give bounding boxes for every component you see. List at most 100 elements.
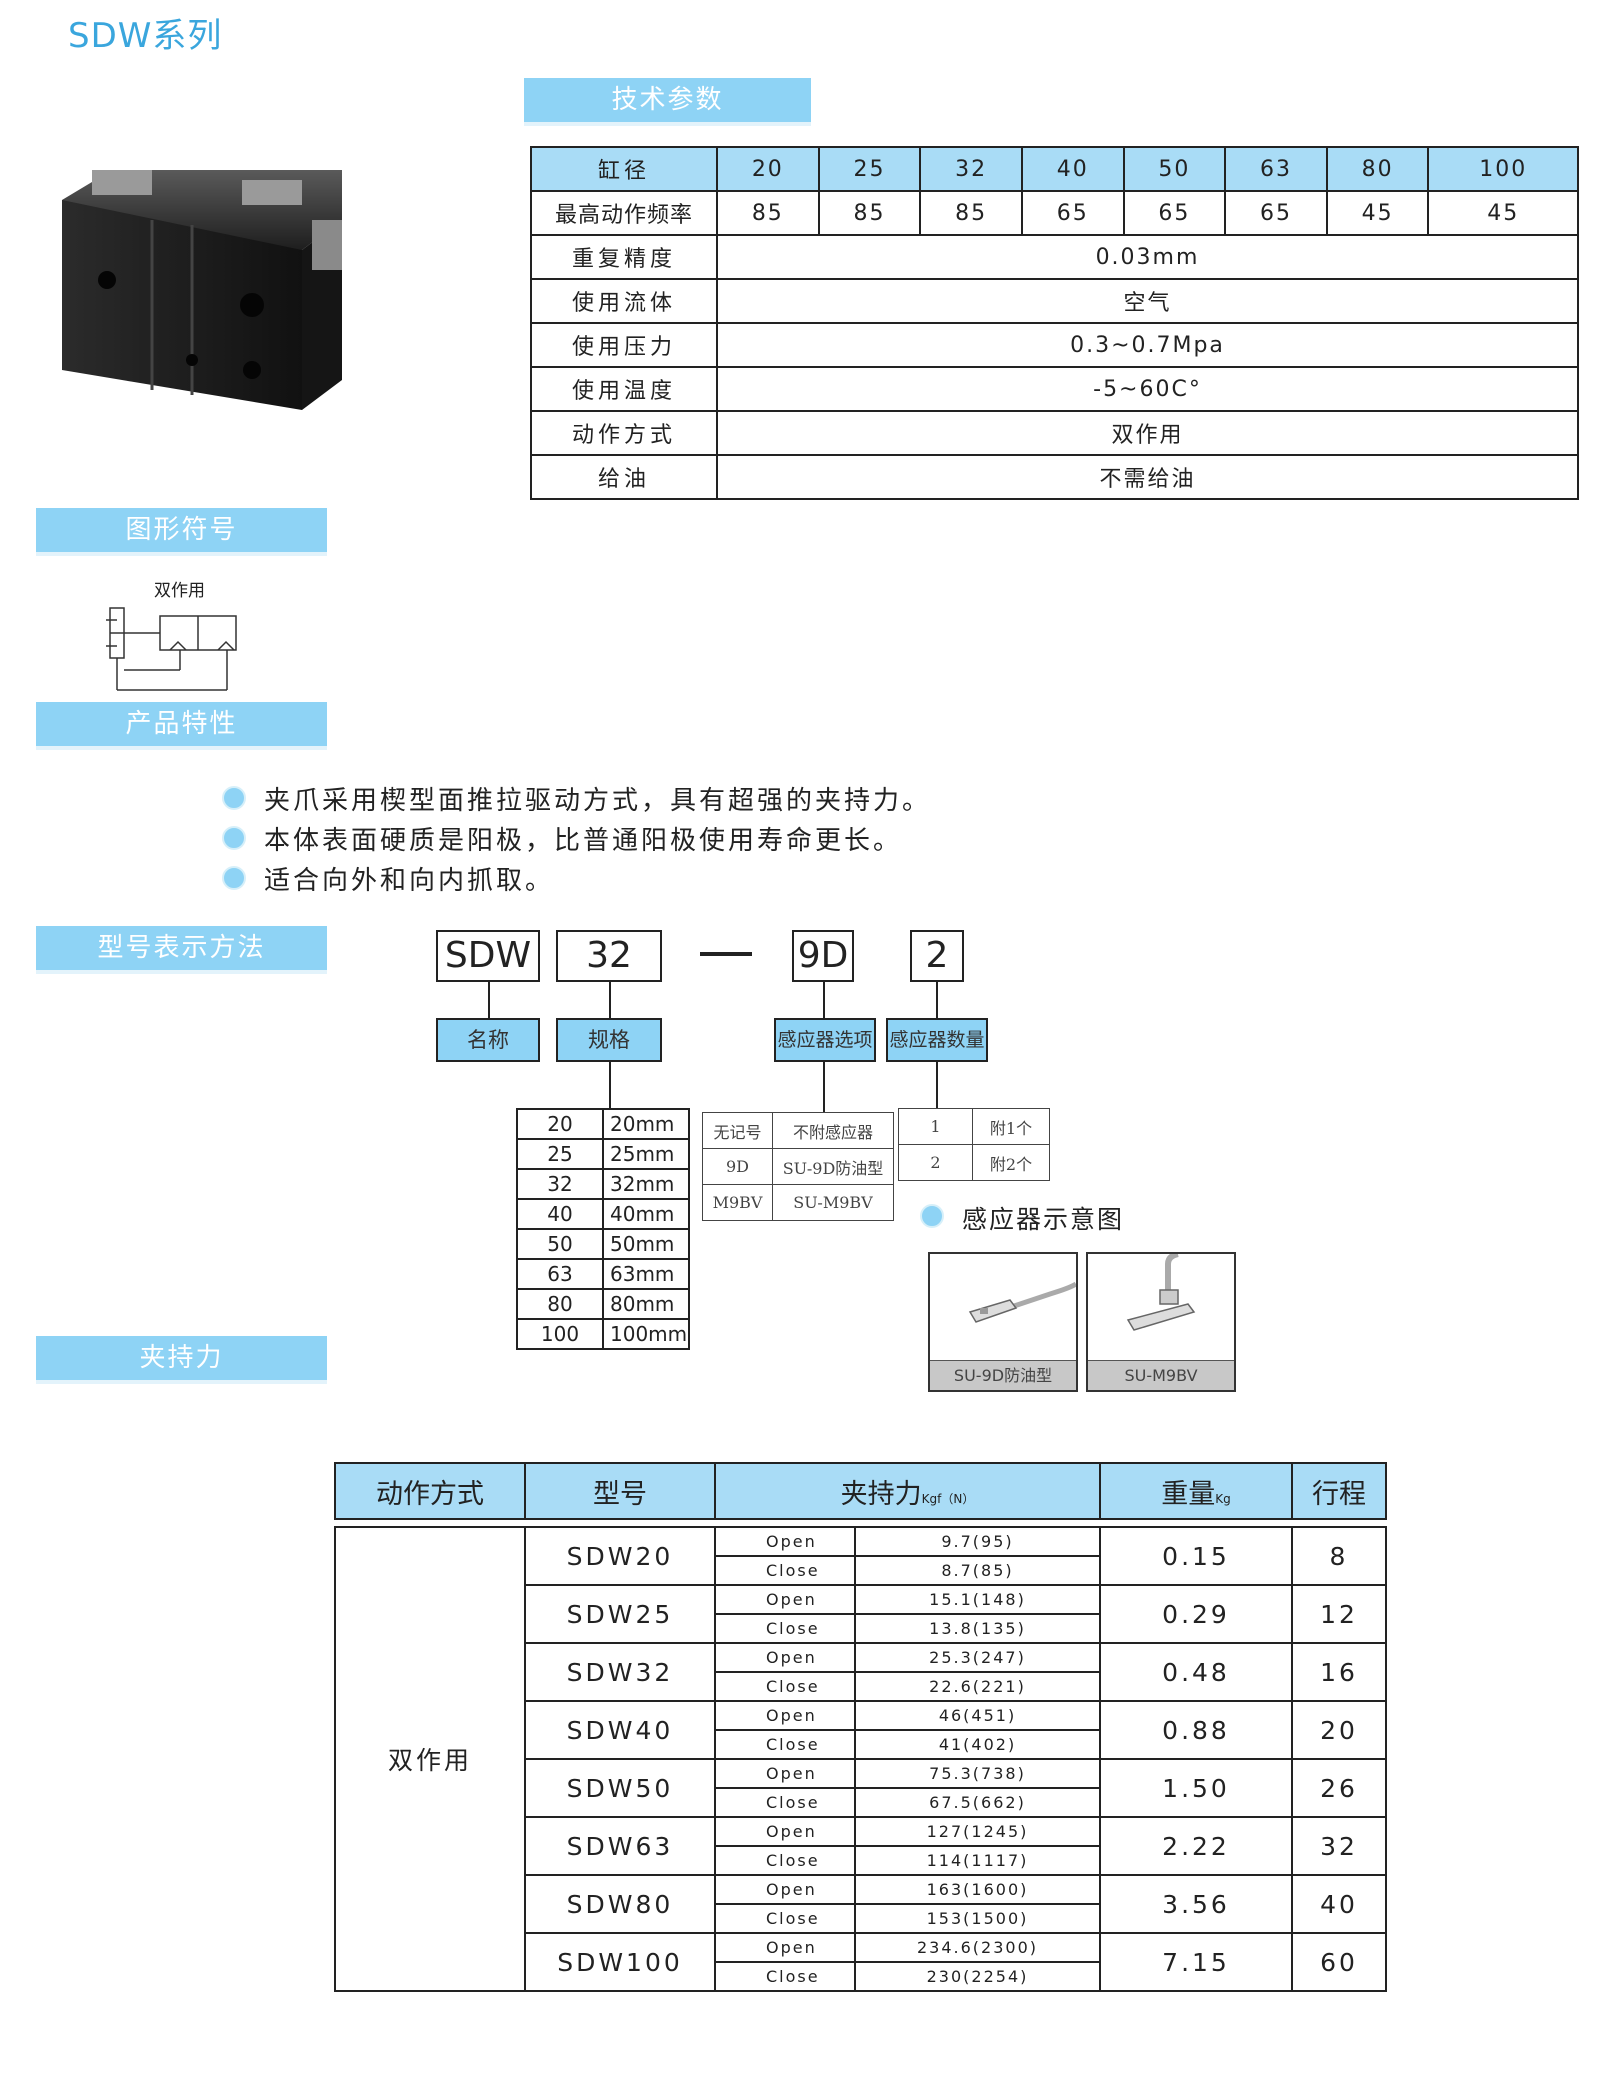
- header-gap: [335, 1518, 1386, 1527]
- close-value: 13.8(135): [853, 1613, 1102, 1644]
- bore-value: 40: [1020, 146, 1125, 192]
- spec-code: 80: [516, 1288, 604, 1320]
- sensor-desc: SU-M9BV: [772, 1184, 894, 1221]
- force-table: 动作方式 型号 夹持力Kgf（N） 重量Kg 行程 双作用 SDW20 Open…: [334, 1462, 1387, 1992]
- weight-cell: 3.56: [1099, 1874, 1294, 1934]
- sensor-9d-icon: [968, 1281, 1076, 1323]
- close-label: Close: [714, 1613, 856, 1644]
- open-label: Open: [714, 1816, 856, 1847]
- param-row: 动作方式 双作用: [530, 410, 1579, 456]
- open-value: 163(1600): [853, 1874, 1102, 1905]
- bore-value: 80: [1325, 146, 1430, 192]
- model-cell: SDW32: [524, 1642, 716, 1702]
- bullet-dot-icon: [920, 1204, 944, 1228]
- close-value: 153(1500): [853, 1903, 1102, 1934]
- param-row: 使用流体 空气: [530, 278, 1579, 324]
- bore-value: 25: [817, 146, 922, 192]
- param-label: 使用压力: [530, 322, 718, 368]
- close-label: Close: [714, 1961, 856, 1992]
- stroke-cell: 40: [1291, 1874, 1387, 1934]
- spec-size: 20mm: [602, 1108, 690, 1140]
- col-weight-label: 重量: [1161, 1478, 1216, 1510]
- open-label: Open: [714, 1758, 856, 1789]
- section-model-header: 型号表示方法: [36, 926, 327, 970]
- freq-value: 85: [716, 190, 820, 236]
- model-cell: SDW63: [524, 1816, 716, 1876]
- connector-line: [823, 982, 825, 1018]
- sensor-desc: 不附感应器: [772, 1112, 894, 1149]
- col-model: 型号: [524, 1462, 716, 1520]
- model-cell: SDW100: [524, 1932, 716, 1992]
- force-row: Close 8.7(85): [335, 1555, 1386, 1586]
- label-sensor-option: 感应器选项: [774, 1018, 876, 1062]
- param-row: 给油 不需给油: [530, 454, 1579, 500]
- weight-cell: 7.15: [1099, 1932, 1294, 1992]
- close-value: 114(1117): [853, 1845, 1102, 1876]
- spec-size: 25mm: [602, 1138, 690, 1170]
- sensor-code: 无记号: [702, 1112, 773, 1149]
- sensor-model-label: SU-M9BV: [1088, 1360, 1234, 1390]
- connector-line: [488, 982, 490, 1018]
- bore-value: 100: [1427, 146, 1579, 192]
- param-label: 使用流体: [530, 278, 718, 324]
- freq-value: 65: [1020, 190, 1125, 236]
- close-value: 230(2254): [853, 1961, 1102, 1992]
- connector-line: [609, 982, 611, 1018]
- col-weight-unit: Kg: [1215, 1491, 1231, 1506]
- freq-value: 45: [1427, 190, 1579, 236]
- force-row: Close 41(402): [335, 1729, 1386, 1760]
- spec-size: 40mm: [602, 1198, 690, 1230]
- open-value: 15.1(148): [853, 1584, 1102, 1615]
- param-row: 重复精度 0.03mm: [530, 234, 1579, 280]
- force-row: SDW25 Open 15.1(148) 0.29 12: [335, 1584, 1387, 1644]
- force-row: SDW40 Open 46(451) 0.88 20: [335, 1700, 1387, 1760]
- param-value: -5~60C°: [716, 366, 1579, 412]
- col-stroke: 行程: [1291, 1462, 1387, 1520]
- open-label: Open: [714, 1642, 856, 1673]
- force-row: SDW50 Open 75.3(738) 1.50 26: [335, 1758, 1387, 1818]
- spec-size: 80mm: [602, 1288, 690, 1320]
- code-part-spec: 32: [556, 930, 662, 982]
- freq-value: 85: [817, 190, 922, 236]
- weight-cell: 0.88: [1099, 1700, 1294, 1760]
- col-force-label: 夹持力: [840, 1478, 922, 1510]
- stroke-cell: 60: [1291, 1932, 1387, 1992]
- open-label: Open: [714, 1526, 856, 1557]
- spec-size: 50mm: [602, 1228, 690, 1260]
- freq-row: 最高动作频率 85 85 85 65 65 65 45 45: [530, 190, 1579, 236]
- connector-line: [823, 1062, 825, 1112]
- spec-code: 32: [516, 1168, 604, 1200]
- col-force-unit: Kgf（N）: [921, 1491, 975, 1506]
- open-value: 9.7(95): [853, 1526, 1102, 1557]
- weight-cell: 2.22: [1099, 1816, 1294, 1876]
- label-sensor-qty: 感应器数量: [886, 1018, 988, 1062]
- section-force-header: 夹持力: [36, 1336, 327, 1380]
- close-label: Close: [714, 1671, 856, 1702]
- spec-code: 50: [516, 1228, 604, 1260]
- label-name: 名称: [436, 1018, 540, 1062]
- model-cell: SDW25: [524, 1584, 716, 1644]
- close-label: Close: [714, 1845, 856, 1876]
- symbol-caption: 双作用: [154, 581, 205, 601]
- series-title: SDW系列: [68, 16, 223, 56]
- code-part-qty: 2: [910, 930, 964, 982]
- pneumatic-symbol-icon: [106, 607, 237, 691]
- connector-line: [936, 982, 938, 1018]
- col-force: 夹持力Kgf（N）: [713, 1462, 1102, 1520]
- spec-code: 100: [516, 1318, 604, 1350]
- force-row: SDW32 Open 25.3(247) 0.48 16: [335, 1642, 1387, 1702]
- param-label: 给油: [530, 454, 718, 500]
- bore-label: 缸径: [530, 146, 718, 192]
- open-value: 46(451): [853, 1700, 1102, 1731]
- close-value: 67.5(662): [853, 1787, 1102, 1818]
- spec-code: 20: [516, 1108, 604, 1140]
- sensor-image-9d: SU-9D防油型: [928, 1252, 1078, 1392]
- close-value: 8.7(85): [853, 1555, 1102, 1586]
